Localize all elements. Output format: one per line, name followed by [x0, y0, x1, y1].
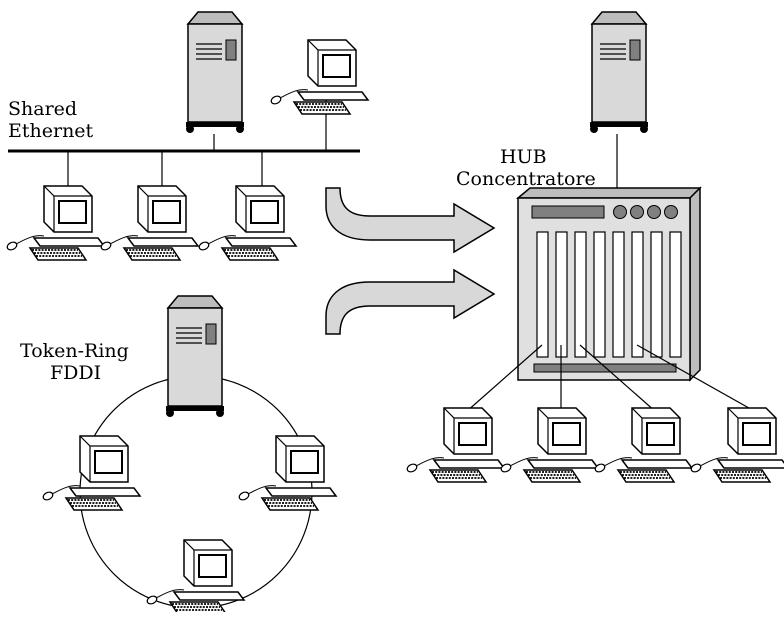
ethernet-workstation-2-icon [98, 185, 199, 261]
ring-server-icon [165, 295, 225, 418]
hub-workstation-4-icon [688, 407, 784, 483]
hub-server-icon [589, 11, 649, 134]
shared-ethernet-label-line1: Shared [8, 98, 78, 120]
hub-label-line2: Concentratore [456, 168, 596, 190]
hub-label-line1: HUB [500, 146, 547, 168]
ring-workstation-right-icon [236, 435, 337, 511]
arrow-lower-icon [325, 269, 495, 335]
ring-workstation-bottom-icon [144, 539, 245, 615]
ethernet-server-icon [185, 11, 245, 134]
token-ring-label-line2: FDDI [50, 362, 102, 384]
arrow-upper-icon [325, 187, 495, 253]
ethernet-workstation-3-icon [196, 185, 297, 261]
ring-workstation-left-icon [40, 435, 141, 511]
ethernet-workstation-top-icon [268, 39, 369, 115]
hub-icon [515, 186, 702, 382]
shared-ethernet-label-line2: Ethernet [8, 120, 94, 142]
ethernet-workstation-1-icon [4, 185, 105, 261]
hub-workstation-1-icon [404, 407, 505, 483]
hub-workstation-3-icon [592, 407, 693, 483]
token-ring-label-line1: Token-Ring [20, 340, 129, 362]
hub-workstation-2-icon [498, 407, 599, 483]
